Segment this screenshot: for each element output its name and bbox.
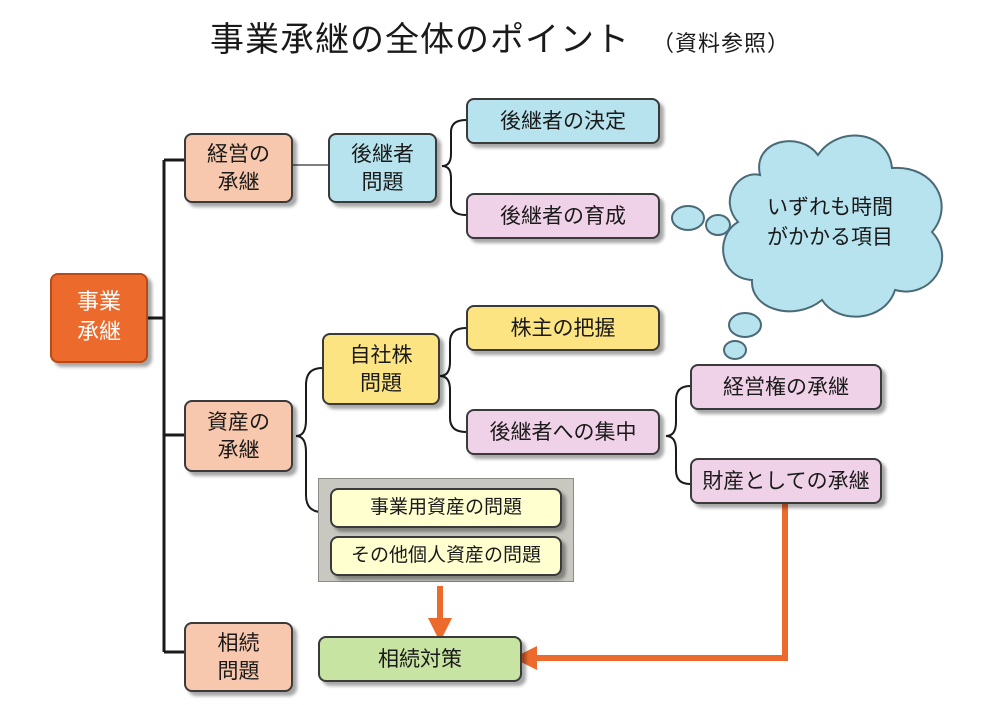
category-inheritance-issue: 相続 問題 [184, 622, 293, 692]
business-assets-issue-box: 事業用資産の問題 [330, 488, 562, 528]
connector-root-categories [148, 158, 184, 654]
cloud-note: いずれも時間 がかかる項目 [767, 195, 893, 250]
root-business-succession: 事業 承継 [50, 273, 148, 363]
arrow-from-property [513, 500, 788, 670]
successor-training-box: 後継者の育成 [466, 193, 660, 239]
brace-successor-issue [441, 119, 467, 216]
category-asset-succession: 資産の 承継 [184, 400, 293, 472]
own-shares-issue-box: 自社株 問題 [322, 333, 440, 405]
brace-own-shares [439, 327, 467, 433]
category-management-succession: 経営の 承継 [184, 133, 293, 203]
title-sub: （資料参照） [651, 32, 790, 57]
personal-assets-issue-box: その他個人資産の問題 [330, 536, 562, 576]
thought-cloud [671, 134, 944, 360]
property-succession-box: 財産としての承継 [690, 458, 882, 504]
management-control-box: 経営権の承継 [690, 364, 882, 410]
brace-concentrate [665, 385, 691, 485]
successor-issue-box: 後継者 問題 [328, 133, 437, 203]
shareholder-grasp-box: 株主の把握 [466, 305, 660, 351]
concentrate-to-successor-box: 後継者への集中 [466, 409, 660, 455]
brace-assets [295, 367, 323, 513]
diagram-title: 事業承継の全体のポイント （資料参照） [0, 12, 1000, 61]
title-main: 事業承継の全体のポイント [209, 20, 630, 60]
successor-decision-box: 後継者の決定 [466, 98, 660, 144]
inheritance-measures-box: 相続対策 [318, 636, 522, 682]
